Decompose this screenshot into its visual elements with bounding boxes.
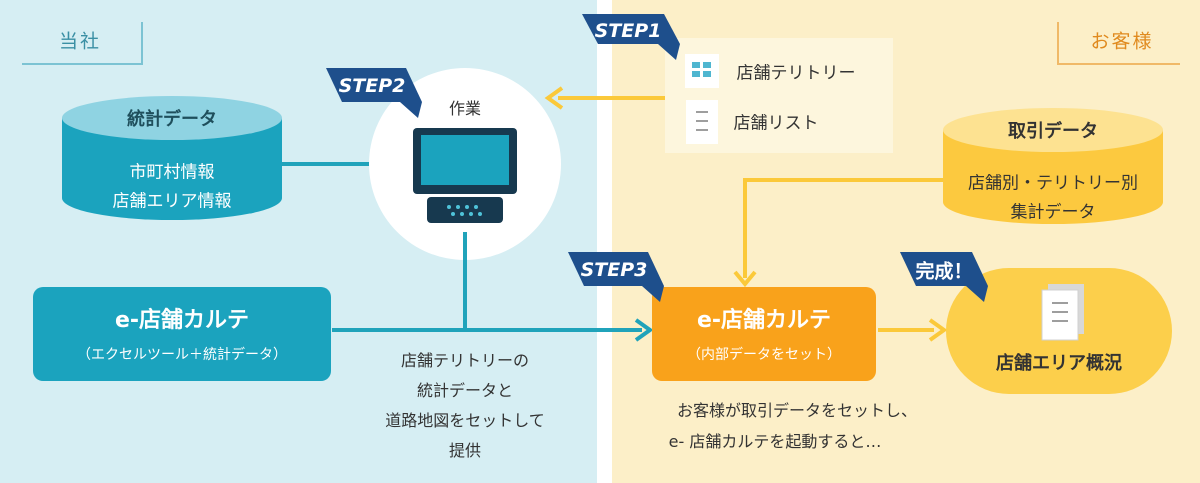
connector-work-to-karte: [332, 232, 654, 342]
complete-badge: 完成！: [915, 260, 973, 283]
customer-label-bracket: [1057, 22, 1180, 65]
step2-badge-shape: [326, 68, 422, 118]
arrow-trade-to-karte: [733, 178, 943, 288]
provide-text-line-3: 道路地図をセットして: [385, 411, 545, 430]
customer-text-line-1: お客様が取引データをセットし、: [676, 401, 918, 420]
step2-badge: STEP2: [338, 75, 406, 97]
customer-text-line-2: e- 店舗カルテを起動すると…: [668, 432, 882, 451]
computer-icon: [413, 128, 517, 223]
customer-label: お客様: [1090, 30, 1154, 53]
karte-right-title: e-店舗カルテ: [696, 308, 832, 333]
stats-db-line-2: 店舗エリア情報: [112, 191, 232, 212]
trade-db-line-2: 集計データ: [1010, 202, 1096, 223]
company-label: 当社: [58, 30, 102, 53]
karte-right-box: [652, 287, 876, 381]
step1-badge-shape: [582, 14, 680, 60]
karte-left-box: [33, 287, 331, 381]
stats-db-line-1: 市町村情報: [129, 162, 215, 183]
company-label-bracket: [22, 22, 143, 65]
provide-text-line-1: 店舗テリトリーの: [400, 351, 530, 370]
arrow-step1-to-work: [544, 86, 665, 110]
trade-database: [943, 108, 1163, 224]
trade-db-title: 取引データ: [1008, 121, 1098, 142]
result-title: 店舗エリア概況: [996, 353, 1122, 374]
karte-right-subtitle: （内部データをセット）: [687, 347, 841, 363]
territory-icon: [685, 54, 719, 88]
step3-badge-shape: [568, 252, 664, 302]
trade-db-line-1: 店舗別・テリトリー別: [968, 173, 1138, 194]
provide-text-line-4: 提供: [448, 441, 482, 460]
step1-badge: STEP1: [594, 20, 662, 42]
arrow-karte-to-result: [878, 318, 948, 342]
report-icon: [1041, 284, 1084, 341]
stats-db-title: 統計データ: [127, 109, 217, 130]
work-label: 作業: [448, 99, 482, 118]
stats-database: [62, 96, 282, 220]
territory-label: 店舗テリトリー: [736, 63, 856, 84]
karte-left-title: e-店舗カルテ: [114, 308, 250, 333]
step3-badge: STEP3: [580, 259, 648, 281]
store-list-icon: [686, 100, 718, 144]
store-list-label: 店舗リスト: [733, 113, 819, 134]
karte-left-subtitle: （エクセルツール＋統計データ）: [77, 347, 287, 363]
provide-text-line-2: 統計データと: [416, 381, 514, 400]
complete-badge-shape: [900, 252, 988, 302]
